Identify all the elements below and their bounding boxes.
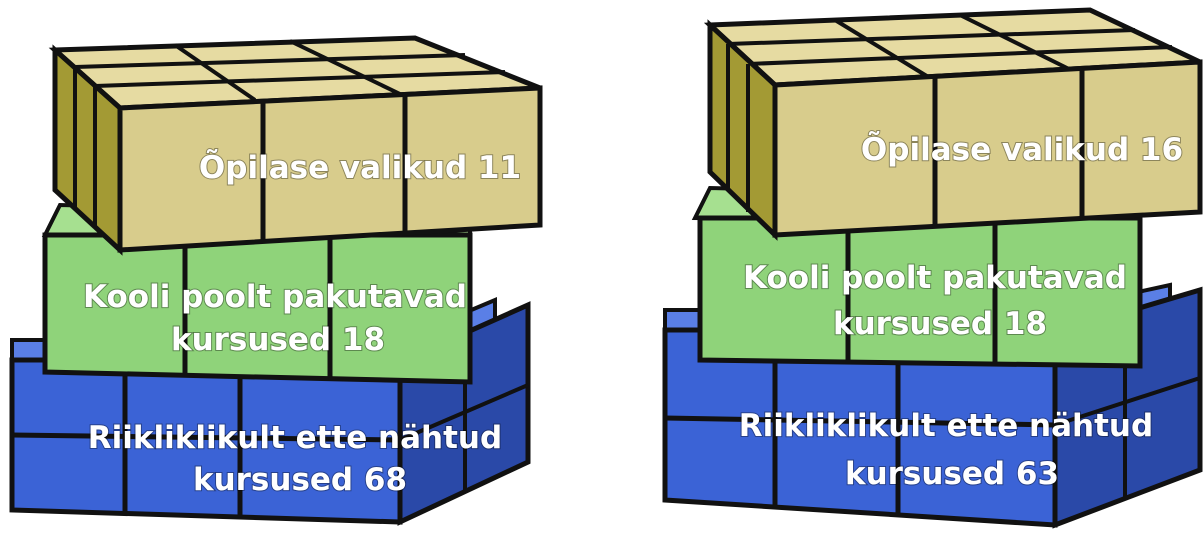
cube-right-bottom-label-line1: Riikliklikult ette nähtud [739, 408, 1153, 444]
cube-right-top-label: Õpilase valikud 16 [861, 131, 1183, 168]
cube-left-bottom-label-line1: Riikliklikult ette nähtud [88, 420, 502, 456]
cube-left-top-layer [48, 35, 543, 256]
cube-left-bottom-label-line2: kursused 68 [193, 462, 407, 498]
cube-right-top-layer [703, 7, 1203, 241]
cube-right-middle-label-line2: kursused 18 [833, 306, 1047, 342]
cube-left: Õpilase valikud 11 Kooli poolt pakutavad… [9, 35, 543, 526]
cube-right: Õpilase valikud 16 Kooli poolt pakutavad… [662, 7, 1203, 529]
cube-right-middle-label-line1: Kooli poolt pakutavad [743, 260, 1127, 296]
cube-right-bottom-label-line2: kursused 63 [845, 456, 1059, 492]
cube-left-middle-label-line1: Kooli poolt pakutavad [83, 279, 467, 315]
cube-left-top-label: Õpilase valikud 11 [199, 149, 521, 186]
cube-left-middle-label-line2: kursused 18 [171, 322, 385, 358]
